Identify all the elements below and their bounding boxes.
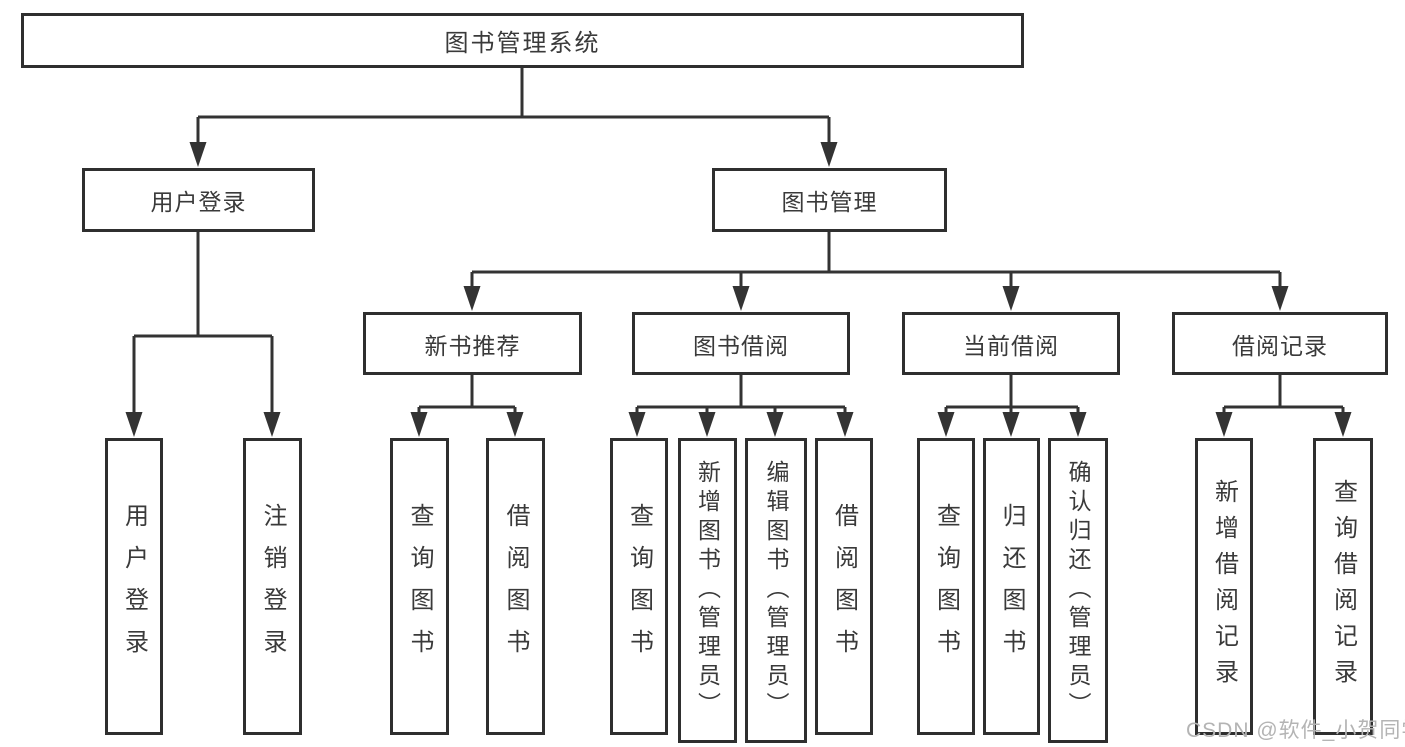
node-cb-query-books-label: 查询图书 xyxy=(932,502,960,671)
node-borrow-records: 借阅记录 xyxy=(1172,312,1388,375)
arrowhead xyxy=(1334,412,1352,437)
node-bb-edit-books-admin-label: 编辑图书（管理员） xyxy=(763,460,789,721)
node-logout: 注销登录 xyxy=(243,438,302,735)
node-bb-borrow-books: 借阅图书 xyxy=(815,438,873,735)
arrowhead xyxy=(766,412,784,437)
node-user-login-group: 用户登录 xyxy=(82,168,315,232)
arrowhead xyxy=(937,412,955,437)
arrowhead xyxy=(1002,286,1020,311)
node-new-book-recommend-label: 新书推荐 xyxy=(424,332,521,359)
node-cb-return-books-label: 归还图书 xyxy=(998,502,1025,671)
node-borrow-records-label: 借阅记录 xyxy=(1232,332,1328,359)
arrowhead xyxy=(820,142,838,167)
node-bb-add-books-admin: 新增图书（管理员） xyxy=(678,438,737,743)
watermark: CSDN @软件_小贺同学 xyxy=(1186,719,1405,742)
node-nb-borrow-books: 借阅图书 xyxy=(486,438,545,735)
node-user-login: 用户登录 xyxy=(105,438,163,735)
node-new-book-recommend: 新书推荐 xyxy=(363,312,582,375)
node-current-borrow-label: 当前借阅 xyxy=(963,332,1059,359)
node-current-borrow: 当前借阅 xyxy=(902,312,1120,375)
connector-book-management xyxy=(470,232,1282,288)
arrowhead xyxy=(410,412,428,437)
node-book-management-label: 图书管理 xyxy=(781,189,878,215)
node-nb-query-books-label: 查询图书 xyxy=(406,502,433,671)
arrowhead xyxy=(1215,412,1233,437)
node-bb-borrow-books-label: 借阅图书 xyxy=(830,502,858,671)
arrowhead xyxy=(1002,412,1020,437)
node-nb-query-books: 查询图书 xyxy=(390,438,449,735)
node-br-query-record-label: 查询借阅记录 xyxy=(1329,478,1357,695)
connector-book-borrow xyxy=(635,375,847,414)
connector-root xyxy=(196,68,831,144)
node-bb-edit-books-admin: 编辑图书（管理员） xyxy=(745,438,807,743)
node-bb-add-books-admin-label: 新增图书（管理员） xyxy=(694,460,721,721)
node-user-login-label: 用户登录 xyxy=(120,502,148,671)
node-user-login-group-label: 用户登录 xyxy=(150,189,247,215)
node-book-management: 图书管理 xyxy=(712,168,947,232)
node-br-add-record: 新增借阅记录 xyxy=(1195,438,1253,735)
arrowhead xyxy=(1271,286,1289,311)
node-br-add-record-label: 新增借阅记录 xyxy=(1210,478,1238,695)
arrowheads xyxy=(125,142,1352,437)
node-cb-query-books: 查询图书 xyxy=(917,438,975,735)
arrowhead xyxy=(463,286,481,311)
node-bb-query-books-label: 查询图书 xyxy=(625,502,653,671)
arrowhead xyxy=(698,412,716,437)
node-cb-confirm-return-admin: 确认归还（管理员） xyxy=(1048,438,1108,743)
arrowhead xyxy=(125,412,143,437)
node-book-borrow-label: 图书借阅 xyxy=(693,332,789,359)
connector-borrow-records xyxy=(1222,375,1345,414)
arrowhead xyxy=(732,286,750,311)
node-nb-borrow-books-label: 借阅图书 xyxy=(502,502,529,671)
arrowhead xyxy=(506,412,524,437)
connector-new-book xyxy=(417,375,517,414)
node-root-label: 图书管理系统 xyxy=(444,30,601,57)
connector-current-borrow xyxy=(944,375,1080,414)
arrowhead xyxy=(628,412,646,437)
arrowhead xyxy=(1069,412,1087,437)
node-root: 图书管理系统 xyxy=(21,13,1024,68)
node-logout-label: 注销登录 xyxy=(259,502,286,671)
arrowhead xyxy=(189,142,207,167)
node-br-query-record: 查询借阅记录 xyxy=(1313,438,1373,735)
node-bb-query-books: 查询图书 xyxy=(610,438,668,735)
node-cb-return-books: 归还图书 xyxy=(983,438,1040,735)
connector-user-login-group xyxy=(132,232,274,414)
node-book-borrow: 图书借阅 xyxy=(632,312,850,375)
arrowhead xyxy=(263,412,281,437)
node-cb-confirm-return-admin-label: 确认归还（管理员） xyxy=(1065,460,1091,721)
arrowhead xyxy=(836,412,854,437)
